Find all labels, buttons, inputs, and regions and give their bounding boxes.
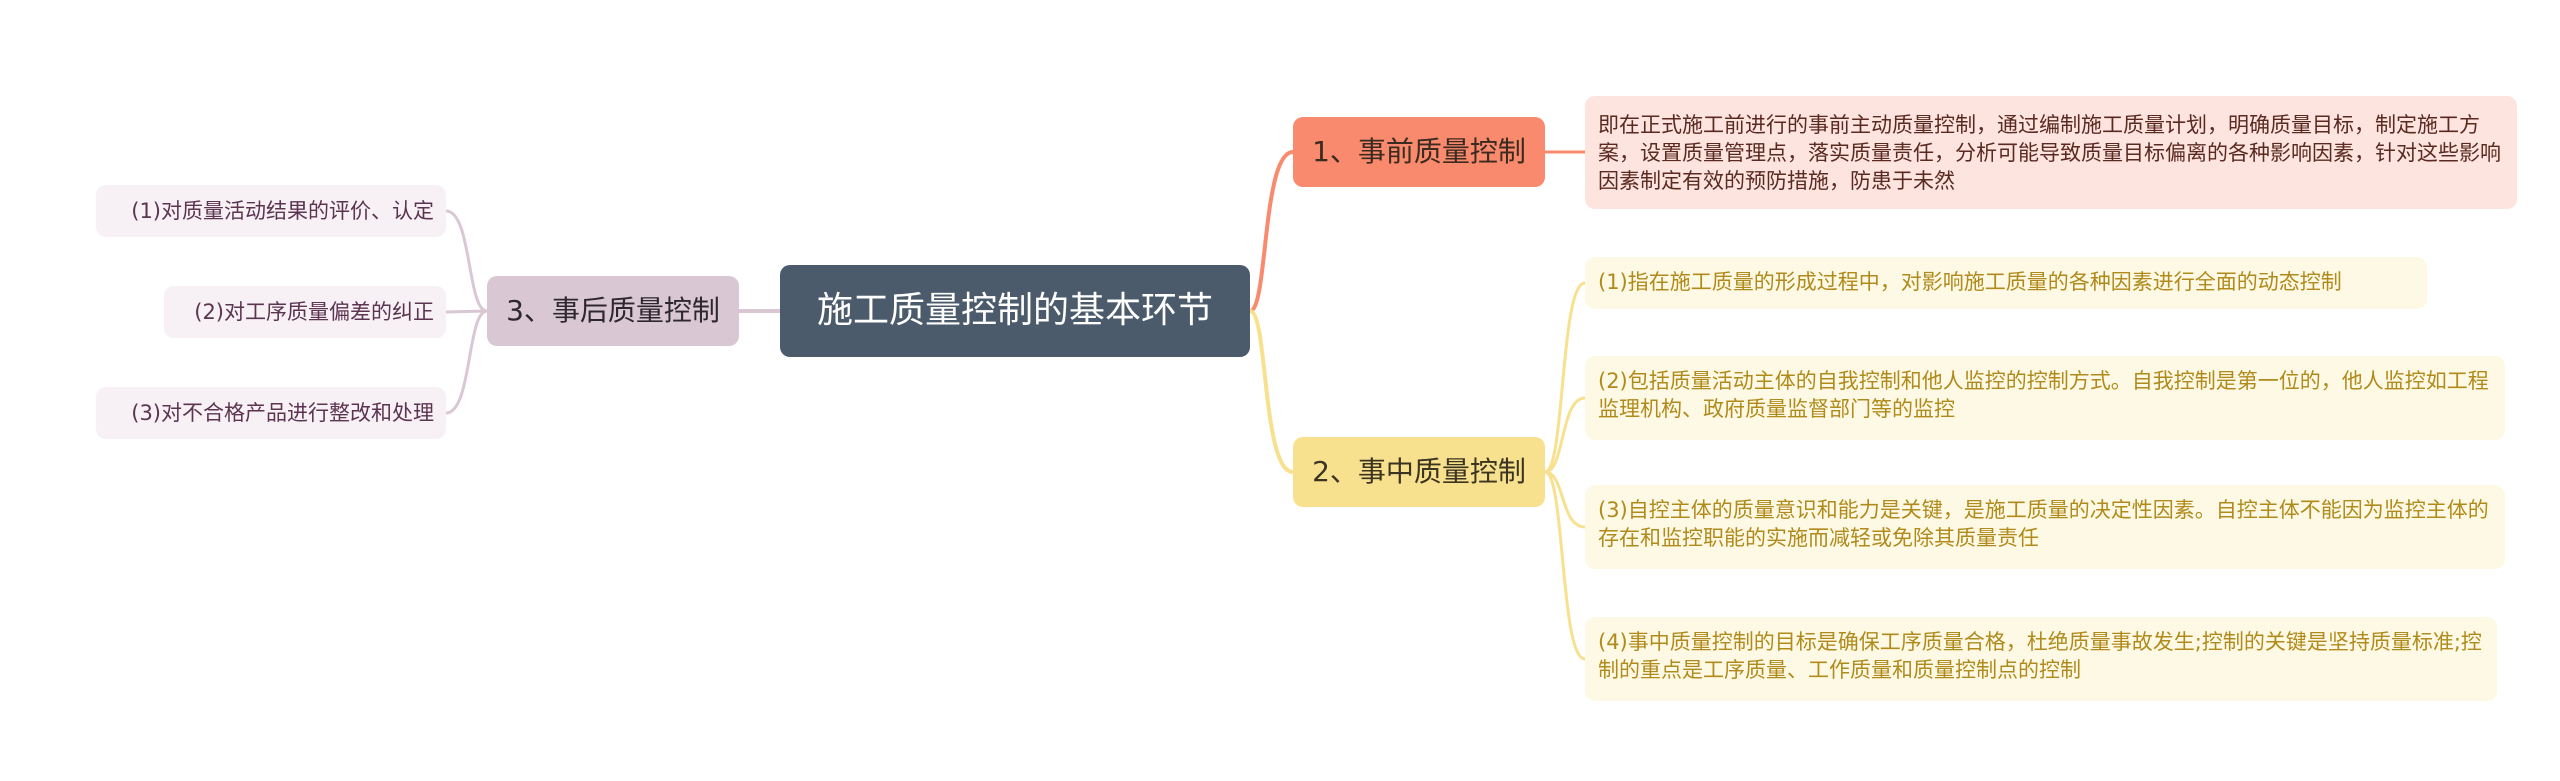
detail-node-post-3[interactable]: (3)对不合格产品进行整改和处理 (96, 387, 446, 439)
detail-node-text: (1)对质量活动结果的评价、认定 (131, 199, 434, 223)
branch-node-label: 3、事后质量控制 (506, 294, 720, 327)
root-node-label: 施工质量控制的基本环节 (816, 290, 1213, 331)
branch-node-label: 1、事前质量控制 (1312, 135, 1526, 168)
link-branch-3-to-detail-2 (445, 309, 488, 314)
detail-node-text: (3)自控主体的质量意识和能力是关键，是施工质量的决定性因素。自控主体不能因为监… (1598, 498, 2489, 550)
detail-node-text: (4)事中质量控制的目标是确保工序质量合格，杜绝质量事故发生;控制的关键是坚持质… (1598, 630, 2482, 682)
link-root-to-branch-1 (1248, 150, 1294, 313)
detail-node-in-process-4[interactable]: (4)事中质量控制的目标是确保工序质量合格，杜绝质量事故发生;控制的关键是坚持质… (1585, 617, 2497, 701)
branch-node-pre-control[interactable]: 1、事前质量控制 (1293, 117, 1545, 187)
branch-node-in-process-control[interactable]: 2、事中质量控制 (1293, 437, 1545, 507)
detail-node-post-2[interactable]: (2)对工序质量偏差的纠正 (164, 286, 446, 338)
detail-node-pre-control[interactable]: 即在正式施工前进行的事前主动质量控制，通过编制施工质量计划，明确质量目标，制定施… (1585, 96, 2517, 209)
link-root-to-branch-2 (1248, 309, 1294, 474)
detail-node-post-1[interactable]: (1)对质量活动结果的评价、认定 (96, 185, 446, 237)
detail-node-text: (2)包括质量活动主体的自我控制和他人监控的控制方式。自我控制是第一位的，他人监… (1598, 369, 2489, 421)
detail-node-in-process-3[interactable]: (3)自控主体的质量意识和能力是关键，是施工质量的决定性因素。自控主体不能因为监… (1585, 485, 2505, 569)
root-node[interactable]: 施工质量控制的基本环节 (780, 265, 1250, 357)
detail-node-in-process-1[interactable]: (1)指在施工质量的形成过程中，对影响施工质量的各种因素进行全面的动态控制 (1585, 257, 2427, 309)
link-branch-2-to-detail-4 (1544, 470, 1586, 661)
branch-node-post-control[interactable]: 3、事后质量控制 (487, 276, 739, 346)
detail-node-text: (2)对工序质量偏差的纠正 (194, 300, 434, 324)
detail-node-text: (3)对不合格产品进行整改和处理 (131, 401, 434, 425)
branch-node-label: 2、事中质量控制 (1312, 455, 1526, 488)
detail-node-in-process-2[interactable]: (2)包括质量活动主体的自我控制和他人监控的控制方式。自我控制是第一位的，他人监… (1585, 356, 2505, 440)
detail-node-text: 即在正式施工前进行的事前主动质量控制，通过编制施工质量计划，明确质量目标，制定施… (1598, 113, 2501, 193)
link-branch-2-to-detail-3 (1544, 470, 1586, 529)
link-branch-2-to-detail-1 (1544, 281, 1586, 474)
link-branch-2-to-detail-2 (1544, 396, 1586, 474)
link-branch-3-to-detail-1 (445, 209, 488, 313)
link-branch-3-to-detail-3 (445, 309, 488, 415)
detail-node-text: (1)指在施工质量的形成过程中，对影响施工质量的各种因素进行全面的动态控制 (1598, 270, 2342, 294)
